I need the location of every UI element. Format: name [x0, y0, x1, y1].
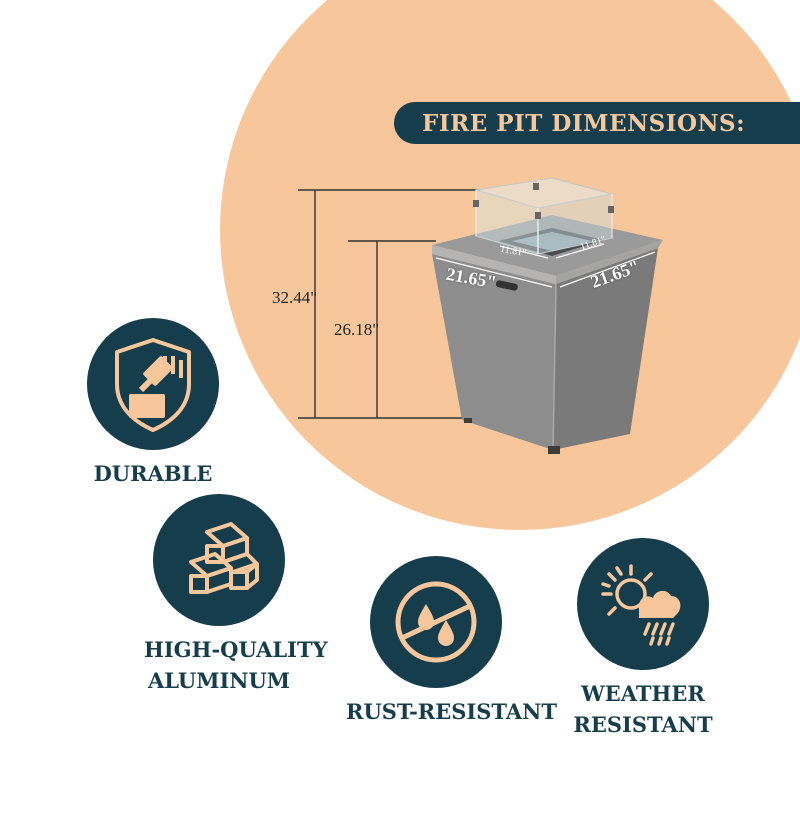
rust-label: RUST-RESISTANT — [346, 699, 558, 724]
feature-durable: DURABLE — [78, 318, 228, 489]
weather-label-line2: RESISTANT — [573, 712, 713, 737]
no-water-drops-icon — [395, 581, 477, 663]
sun-cloud-rain-icon — [601, 564, 681, 646]
overall-height-label: 32.44" — [272, 288, 318, 307]
rust-badge — [370, 556, 502, 688]
durable-badge — [87, 318, 219, 450]
body-height-line — [348, 240, 436, 418]
title-banner: FIRE PIT DIMENSIONS: — [394, 102, 800, 144]
feature-aluminum: HIGH-QUALITY ALUMINUM — [144, 494, 328, 696]
feature-weather: WEATHER RESISTANT — [568, 538, 718, 740]
hammer-shield-icon — [115, 338, 191, 432]
weather-badge — [577, 538, 709, 670]
aluminum-badge — [153, 494, 285, 626]
aluminum-label-line2: ALUMINUM — [147, 668, 291, 693]
page-title: FIRE PIT DIMENSIONS: — [422, 109, 746, 137]
durable-label: DURABLE — [93, 461, 213, 486]
fire-pit-body — [432, 177, 663, 454]
weather-label-line1: WEATHER — [581, 681, 705, 706]
aluminum-label-line1: HIGH-QUALITY — [144, 637, 328, 662]
aluminum-bars-icon — [189, 522, 259, 594]
overall-height-line — [298, 189, 480, 419]
body-height-label: 26.18" — [334, 320, 380, 339]
feature-rust: RUST-RESISTANT — [346, 556, 558, 727]
